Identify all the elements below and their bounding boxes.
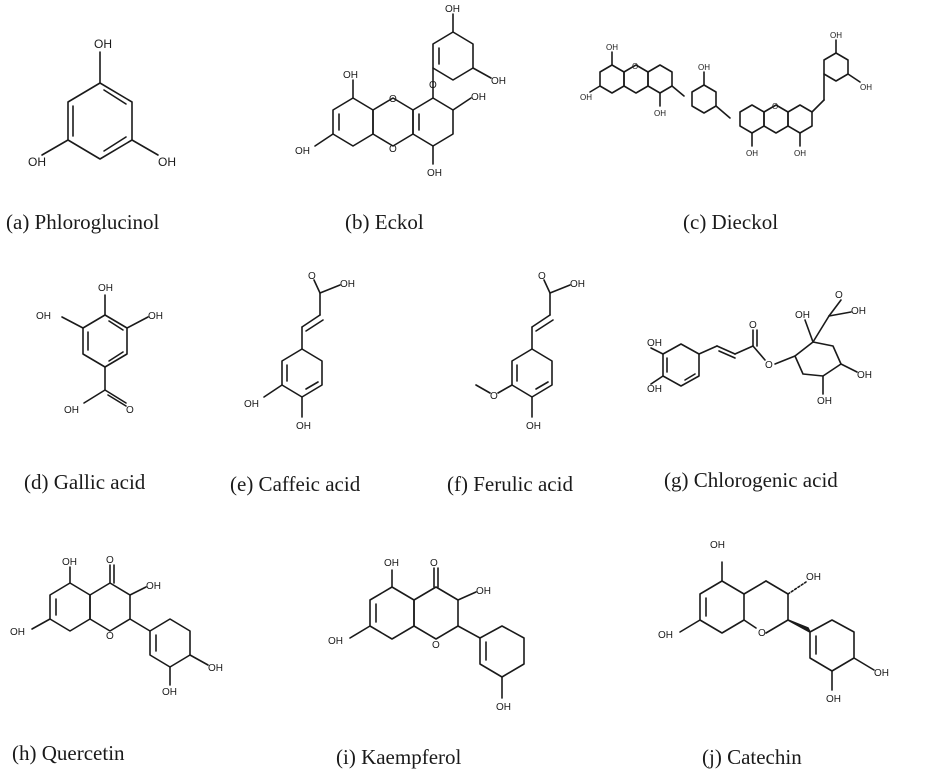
o-label: O xyxy=(106,555,114,566)
oh-label: OH xyxy=(471,92,486,103)
oh-label: OH xyxy=(606,43,618,52)
o-label: O xyxy=(538,271,546,282)
structure-eckol: O O O OH OH OH OH OH OH xyxy=(285,0,545,205)
oh-label: OH xyxy=(710,540,725,551)
caption-ferulic-acid: (f) Ferulic acid xyxy=(447,472,573,496)
oh-label: OH xyxy=(658,630,673,641)
oh-label: OH xyxy=(244,399,259,410)
oh-label: OH xyxy=(343,70,358,81)
o-label: O xyxy=(389,94,397,105)
oh-label: OH xyxy=(795,310,810,321)
oh-label: OH xyxy=(654,109,666,118)
oh-label: OH xyxy=(445,4,460,15)
structure-dieckol: OH OH OH OH OH OH OH OH O O xyxy=(580,30,920,180)
oh-label: OH xyxy=(860,83,872,92)
structure-caffeic-acid: OH O OH OH xyxy=(240,265,390,460)
oh-label: OH xyxy=(162,687,177,698)
oh-label: OH xyxy=(857,370,872,381)
structure-ferulic-acid: OH O O OH xyxy=(470,265,620,460)
oh-label: OH xyxy=(64,405,79,416)
oh-label: OH xyxy=(296,421,311,432)
oh-label: OH xyxy=(580,93,592,102)
oh-label: OH xyxy=(496,702,511,713)
oh-label: OH xyxy=(36,311,51,322)
oh-label: OH xyxy=(340,279,355,290)
ferulic-acid-diagram: OH O O OH xyxy=(475,271,585,432)
gallic-acid-diagram: OH OH OH O OH xyxy=(36,283,163,416)
o-label: O xyxy=(389,144,397,155)
structure-phloroglucinol: OH OH OH xyxy=(0,0,200,205)
quercetin-diagram: O OH OH OH O OH OH xyxy=(10,555,223,698)
caption-catechin: (j) Catechin xyxy=(702,745,802,769)
oh-label: OH xyxy=(427,168,442,179)
oh-label: OH xyxy=(806,572,821,583)
phloroglucinol-diagram: OH OH OH xyxy=(28,37,176,169)
caption-caffeic-acid: (e) Caffeic acid xyxy=(230,472,361,496)
o-label: O xyxy=(772,102,778,111)
o-label: O xyxy=(490,391,498,402)
oh-label: OH xyxy=(830,31,842,40)
oh-label: OH xyxy=(146,581,161,592)
chlorogenic-acid-diagram: OH OH O O OH O OH OH OH xyxy=(647,290,872,407)
caption-phloroglucinol: (a) Phloroglucinol xyxy=(6,210,160,234)
oh-label: OH xyxy=(817,396,832,407)
oh-label: OH xyxy=(208,663,223,674)
o-label: O xyxy=(430,558,438,569)
structure-chlorogenic-acid: OH OH O O OH O OH OH OH xyxy=(645,280,905,450)
catechin-diagram: OH OH OH O OH OH xyxy=(658,540,889,705)
o-label: O xyxy=(765,360,773,371)
structure-catechin: OH OH OH O OH OH xyxy=(640,528,930,738)
o-label: O xyxy=(429,80,437,91)
oh-label: OH xyxy=(647,384,662,395)
oh-label: OH xyxy=(158,155,176,169)
oh-label: OH xyxy=(826,694,841,705)
oh-label: OH xyxy=(98,283,113,294)
oh-label: OH xyxy=(148,311,163,322)
caption-gallic-acid: (d) Gallic acid xyxy=(24,470,146,494)
oh-label: OH xyxy=(94,37,112,51)
o-label: O xyxy=(758,628,766,639)
dieckol-diagram: OH OH OH OH OH OH OH OH O O xyxy=(580,31,872,158)
o-label: O xyxy=(632,62,638,71)
oh-label: OH xyxy=(62,557,77,568)
oh-label: OH xyxy=(295,146,310,157)
o-label: O xyxy=(106,631,114,642)
oh-label: OH xyxy=(794,149,806,158)
caption-quercetin: (h) Quercetin xyxy=(12,741,125,765)
oh-label: OH xyxy=(851,306,866,317)
o-label: O xyxy=(835,290,843,301)
oh-label: OH xyxy=(28,155,46,169)
oh-label: OH xyxy=(328,636,343,647)
o-label: O xyxy=(749,320,757,331)
oh-label: OH xyxy=(526,421,541,432)
structure-gallic-acid: OH OH OH O OH xyxy=(20,265,190,460)
caption-dieckol: (c) Dieckol xyxy=(683,210,779,234)
o-label: O xyxy=(432,640,440,651)
oh-label: OH xyxy=(570,279,585,290)
caffeic-acid-diagram: OH O OH OH xyxy=(244,271,355,432)
o-label: O xyxy=(126,405,134,416)
caption-kaempferol: (i) Kaempferol xyxy=(336,745,462,769)
caption-eckol: (b) Eckol xyxy=(345,210,424,234)
oh-label: OH xyxy=(476,586,491,597)
oh-label: OH xyxy=(746,149,758,158)
oh-label: OH xyxy=(647,338,662,349)
oh-label: OH xyxy=(10,627,25,638)
oh-label: OH xyxy=(698,63,710,72)
structure-kaempferol: O OH OH OH O OH xyxy=(310,540,600,740)
oh-label: OH xyxy=(384,558,399,569)
caption-chlorogenic-acid: (g) Chlorogenic acid xyxy=(664,468,838,492)
structure-quercetin: O OH OH OH O OH OH xyxy=(0,535,260,730)
eckol-diagram: O O O OH OH OH OH OH OH xyxy=(295,4,506,179)
oh-label: OH xyxy=(491,76,506,87)
o-label: O xyxy=(308,271,316,282)
kaempferol-diagram: O OH OH OH O OH xyxy=(328,558,525,713)
oh-label: OH xyxy=(874,668,889,679)
